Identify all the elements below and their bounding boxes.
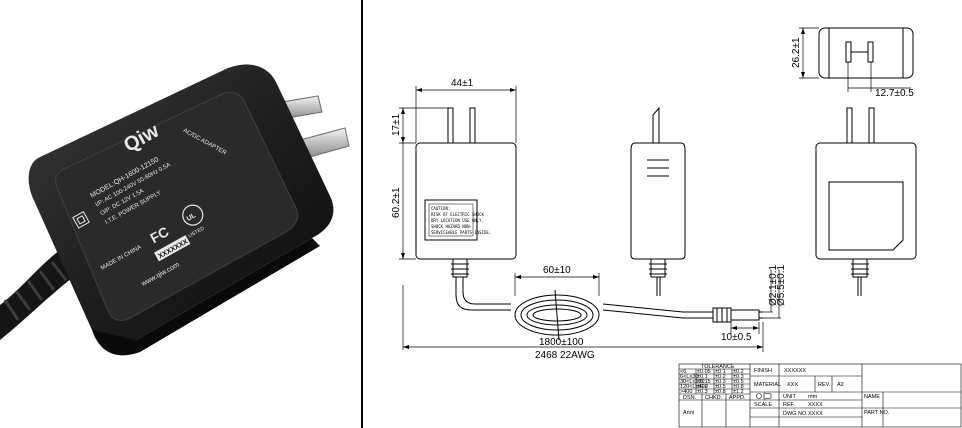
caution-label bbox=[428, 203, 474, 237]
tol-cell: ±0.5 bbox=[733, 379, 744, 385]
dim-pin-spacing: 12.7±0.5 bbox=[875, 88, 914, 99]
caution-line-3: DRY LOCATION USE ONLY. bbox=[431, 218, 484, 223]
ul-text: UL bbox=[186, 212, 198, 223]
dwg-value: XXXX bbox=[808, 411, 823, 417]
cable-spec: 2468 22AWG bbox=[535, 350, 595, 361]
product-photo: Qiw MODEL:QH-1600-12150 I/P: AC 100-240V… bbox=[0, 0, 363, 428]
tol-cell: ±0.8 bbox=[733, 384, 744, 390]
adapter-body bbox=[28, 64, 334, 356]
tol-cell: ±0.5 bbox=[715, 384, 726, 390]
tol-cell: ±0.15 bbox=[697, 379, 711, 385]
cable-coil bbox=[514, 289, 600, 341]
unit-value: mm bbox=[808, 394, 818, 400]
class2-symbol bbox=[72, 211, 90, 229]
dim-coil: 60±10 bbox=[543, 265, 571, 276]
chkd-label: CHKD. bbox=[705, 395, 723, 401]
dim-plug-length: 10±0.5 bbox=[721, 332, 752, 343]
tol-cell: ±0.2 bbox=[697, 384, 708, 390]
dsn-label: DSN. bbox=[683, 395, 697, 401]
finish-label: FINISH bbox=[754, 368, 772, 374]
top-view bbox=[818, 27, 914, 79]
side-view bbox=[630, 106, 686, 296]
finish-value: XXXXXX bbox=[784, 368, 806, 374]
caution-line-2: RISK OF ELECTRIC SHOCK bbox=[431, 212, 485, 217]
rev-label: REV. bbox=[818, 382, 831, 388]
dim-outer-diameter: Ø5.5±0.1 bbox=[776, 264, 787, 306]
dim-width: 44±1 bbox=[451, 78, 474, 89]
cable bbox=[455, 277, 713, 319]
serial-box bbox=[154, 235, 191, 262]
technical-drawing: 44±1 17±1 60.2±1 26.2±1 12.7±0.5 60±10 1… bbox=[363, 0, 962, 428]
drawing-canvas: 44±1 17±1 60.2±1 26.2±1 12.7±0.5 60±10 1… bbox=[391, 27, 962, 428]
material-label: MATERIAL bbox=[754, 382, 781, 388]
fc-mark: FC bbox=[147, 223, 171, 246]
dimension-lines bbox=[399, 27, 911, 352]
dim-height: 60.2±1 bbox=[391, 187, 402, 218]
rev-value: A2 bbox=[837, 382, 844, 388]
material-value: XXX bbox=[787, 382, 798, 388]
back-view bbox=[815, 107, 917, 296]
caution-line-5: SERVICEABLE PARTS INSIDE. bbox=[431, 230, 491, 235]
tol-cell: ±1.2 bbox=[733, 389, 744, 395]
tol-cell: ±0.3 bbox=[697, 389, 708, 395]
tol-cell: >400 bbox=[680, 389, 692, 395]
appd-label: APPD. bbox=[729, 395, 746, 401]
tol-cell: 6<L≤30 bbox=[680, 374, 698, 380]
tolerance-header: TOLERANCE bbox=[701, 364, 735, 370]
tol-cell: ±0.2 bbox=[715, 374, 726, 380]
dim-cable-length: 1800±100 bbox=[539, 337, 584, 348]
caution-line-1: CAUTION: bbox=[431, 206, 450, 211]
part-label: PART NO. bbox=[864, 410, 890, 416]
tolerance-rows: <6 ±0.05 ±0.1 ±0.2 6<L≤30 ±0.1 ±0.2 ±0.3… bbox=[680, 369, 744, 395]
unit-label: UNIT bbox=[783, 394, 796, 400]
dim-inner-diameter: Ø2.1±0.1 bbox=[768, 264, 779, 306]
ul-listed-mark bbox=[182, 204, 204, 226]
dim-prong: 17±1 bbox=[391, 113, 402, 136]
title-block: TOLERANCE <6 ±0.05 ±0.1 ±0.2 6<L≤30 ±0.1… bbox=[678, 363, 962, 428]
projection-symbol bbox=[756, 392, 772, 400]
scale-label: SCALE bbox=[754, 402, 772, 408]
tol-cell: <6 bbox=[680, 369, 686, 375]
dwg-label: DWG NO. bbox=[783, 411, 808, 417]
dimension-arrows bbox=[401, 28, 805, 349]
dc-plug bbox=[712, 307, 763, 323]
tol-cell: 120<L≤400 bbox=[680, 384, 708, 390]
ref-value: XXXX bbox=[808, 402, 823, 408]
tol-cell: ±0.3 bbox=[733, 374, 744, 380]
ref-label: REF. bbox=[783, 402, 795, 408]
front-view bbox=[415, 107, 517, 278]
tol-cell: ±0.05 bbox=[697, 369, 711, 375]
adapter-photo: Qiw MODEL:QH-1600-12150 I/P: AC 100-240V… bbox=[0, 64, 350, 356]
caution-line-4: SHOCK HAZARD NON- bbox=[431, 224, 472, 229]
tol-cell: ±0.3 bbox=[715, 379, 726, 385]
tol-cell: ±0.1 bbox=[697, 374, 708, 380]
tol-cell: ±0.2 bbox=[733, 369, 744, 375]
dim-depth: 26.2±1 bbox=[791, 37, 802, 68]
tol-cell: ±0.1 bbox=[715, 369, 726, 375]
author-name: Anni bbox=[683, 410, 694, 416]
tol-cell: ±0.8 bbox=[715, 389, 726, 395]
tol-cell: 30<L≤120 bbox=[680, 379, 705, 385]
name-label: NAME bbox=[864, 394, 880, 400]
